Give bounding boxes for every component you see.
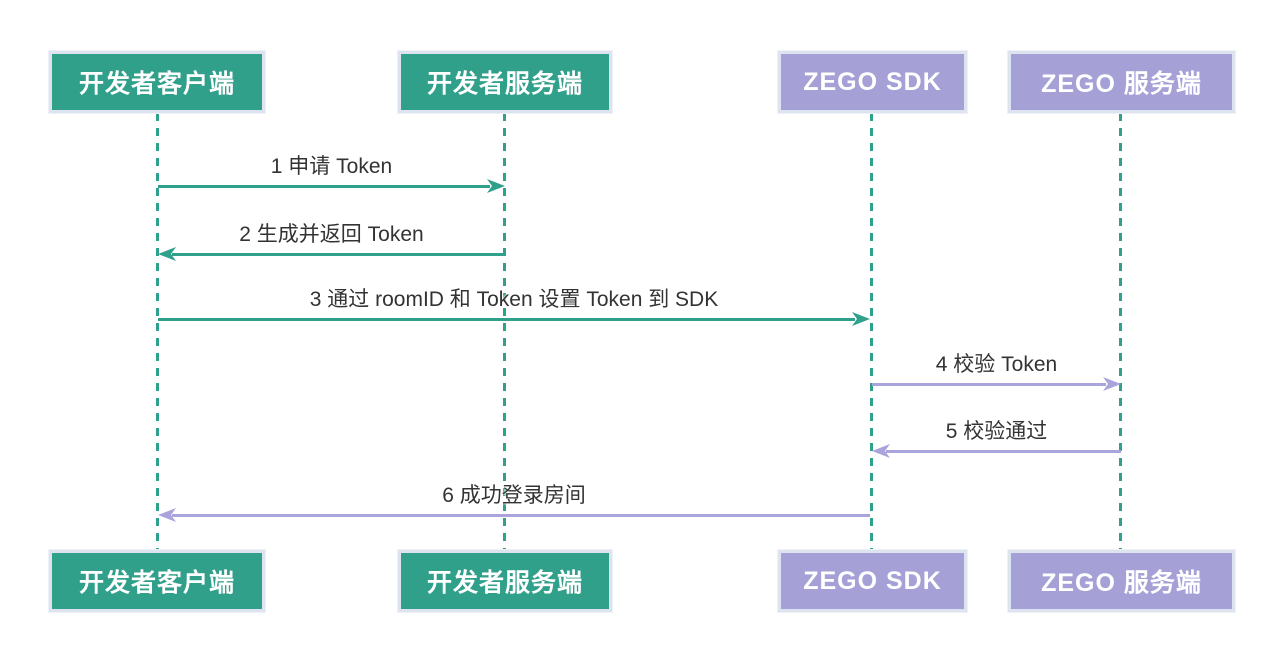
lifeline-developer-client [156,113,159,550]
arrowhead-right-icon [487,179,505,193]
message-6-line [172,514,870,517]
actor-bottom-zego-sdk: ZEGO SDK [778,550,967,612]
arrowhead-right-icon [1103,377,1121,391]
message-2-line [172,253,505,256]
message-6-label: 6 成功登录房间 [442,484,586,507]
message-4-line [872,383,1106,386]
arrowhead-left-icon [872,444,890,458]
actor-top-zego-sdk: ZEGO SDK [778,51,967,113]
message-5-line [886,450,1121,453]
arrowhead-right-icon [852,312,870,326]
message-1-label: 1 申请 Token [270,155,393,178]
actor-label: ZEGO 服务端 [1041,569,1202,597]
lifeline-zego-sdk [870,113,873,550]
actor-label: 开发者服务端 [426,70,583,98]
actor-label: 开发者客户端 [78,569,235,597]
actor-top-zego-server: ZEGO 服务端 [1008,51,1235,113]
actor-bottom-developer-server: 开发者服务端 [398,550,612,612]
actor-top-developer-server: 开发者服务端 [398,51,612,113]
actor-label: 开发者服务端 [426,569,583,597]
message-3-label: 3 通过 roomID 和 Token 设置 Token 到 SDK [309,288,719,311]
message-4-label: 4 校验 Token [935,353,1058,376]
lifeline-zego-server [1119,113,1122,550]
lifeline-developer-server [503,113,506,550]
actor-top-developer-client: 开发者客户端 [49,51,265,113]
message-3-line [158,318,855,321]
actor-label: ZEGO SDK [803,67,942,96]
arrowhead-left-icon [158,508,176,522]
actor-label: ZEGO 服务端 [1041,70,1202,98]
actor-label: 开发者客户端 [78,70,235,98]
actor-bottom-zego-server: ZEGO 服务端 [1008,550,1235,612]
message-2-label: 2 生成并返回 Token [239,223,424,246]
message-5-label: 5 校验通过 [945,420,1048,443]
actor-label: ZEGO SDK [803,566,942,595]
message-1-line [158,185,490,188]
actor-bottom-developer-client: 开发者客户端 [49,550,265,612]
arrowhead-left-icon [158,247,176,261]
